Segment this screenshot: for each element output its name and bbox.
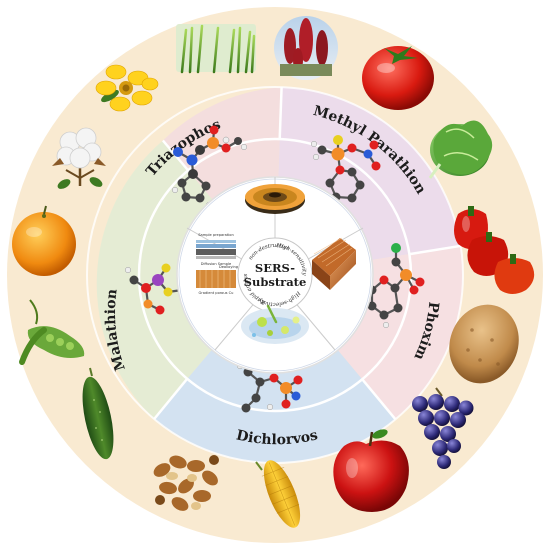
molecule-dichlorvos: [236, 362, 303, 413]
peas-image: [19, 299, 85, 365]
orange-image: [12, 205, 76, 276]
panel-label-sample-preparation: Sample preparation: [198, 233, 234, 237]
molecule-phoxim: [358, 243, 425, 329]
detection-droplet-illustration: [241, 304, 309, 344]
apple-image: [333, 429, 409, 512]
label-dichlorvos: Dichlorvos: [235, 427, 320, 448]
potato-image: [449, 304, 519, 384]
core-title-line1: SERS-: [255, 261, 295, 275]
grapes-image: [412, 387, 474, 469]
core-title-line2: Substrate: [244, 275, 307, 289]
sample-preparation-illustration: Sample preparation Diffusion Sample Grad…: [196, 233, 238, 295]
lettuce-image: [428, 120, 493, 179]
cotton-image: [52, 127, 106, 189]
molecule-triazophos: [171, 125, 248, 209]
copper-nanostructure-illustration: [312, 237, 356, 290]
sorghum-image: [274, 16, 338, 80]
cucumber-image: [82, 367, 114, 460]
rapeseed-flower-image: [95, 64, 159, 112]
bell-peppers-image: [454, 206, 535, 294]
panel-label-dealloying: Dealloying: [219, 265, 238, 269]
tomato-image: [362, 46, 434, 110]
rice-plant-image: [176, 24, 256, 74]
corn-image: [255, 460, 301, 528]
panel-label-gradient-porous-cu: Gradient porous Cu: [199, 291, 234, 295]
mixed-nuts-image: [153, 455, 219, 511]
pesticide-band: [96, 87, 464, 463]
sers-disk-illustration: [245, 184, 305, 214]
panel-label-diffusion-sample: Diffusion Sample: [201, 262, 232, 266]
